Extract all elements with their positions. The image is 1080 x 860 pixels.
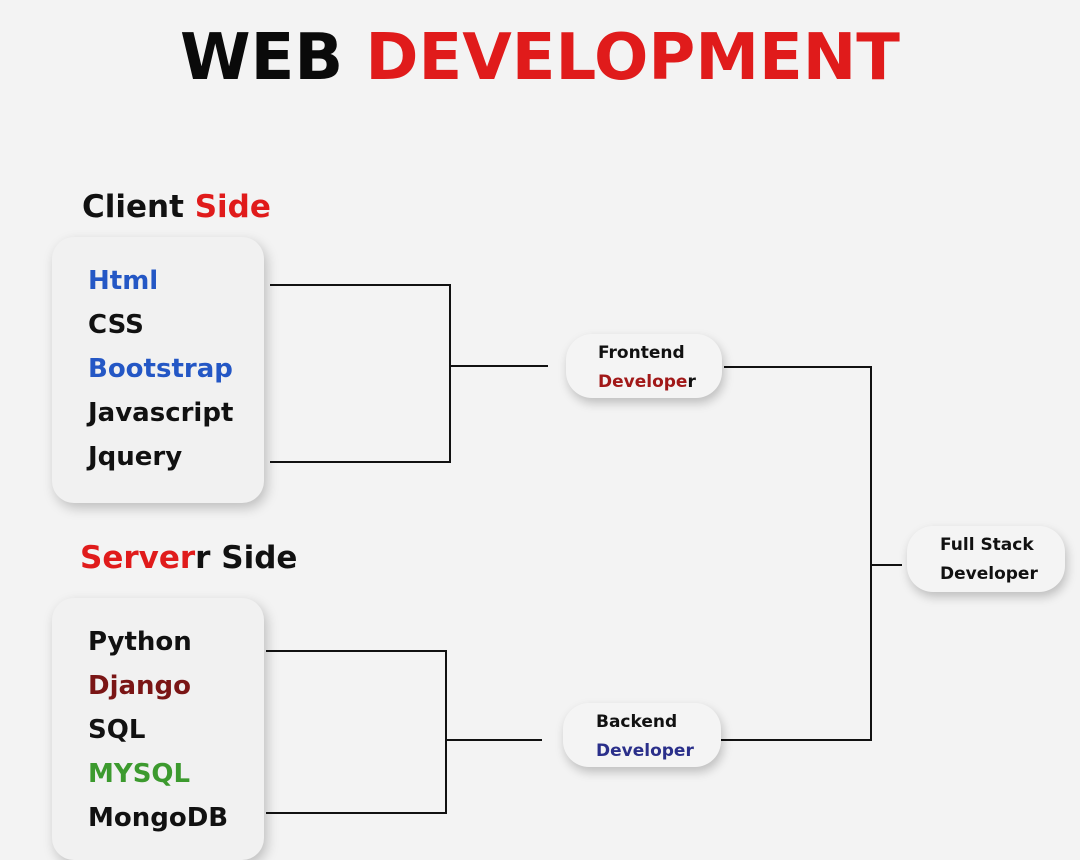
server-heading-part2: r Side xyxy=(195,540,298,576)
client-side-list-item: Bootstrap xyxy=(88,354,233,384)
server-side-list-item: SQL xyxy=(88,715,146,745)
developer-bracket xyxy=(721,366,872,741)
client-side-list-item: Jquery xyxy=(88,442,183,472)
fullstack-line2: Developer xyxy=(940,564,1038,584)
server-side-list-item: MYSQL xyxy=(88,759,191,789)
client-heading-part1: Client xyxy=(82,189,184,225)
server-side-heading: Serverr Side xyxy=(80,538,297,578)
backend-line2: Developer xyxy=(596,741,694,761)
server-heading-part1: Server xyxy=(80,540,196,576)
frontend-line1: Frontend xyxy=(598,343,685,363)
client-side-list-item: Html xyxy=(88,266,159,296)
client-side-list-item: CSS xyxy=(88,310,144,340)
server-bracket xyxy=(266,650,447,814)
frontend-developer-node: Frontend Developer xyxy=(566,334,722,398)
client-side-list-item: Javascript xyxy=(88,398,234,428)
frontend-line2: Developer xyxy=(598,372,696,392)
fullstack-developer-node: Full Stack Developer xyxy=(907,526,1065,592)
backend-line1: Backend xyxy=(596,712,678,732)
server-side-list-item: Python xyxy=(88,627,192,657)
client-bracket xyxy=(270,284,451,463)
backend-developer-node: Backend Developer xyxy=(563,703,721,767)
title-word-development: DEVELOPMENT xyxy=(365,21,900,95)
server-side-list-item: Django xyxy=(88,671,192,701)
server-side-list-item: MongoDB xyxy=(88,803,229,833)
page-title: WEB DEVELOPMENT xyxy=(0,18,1080,98)
client-side-heading: Client Side xyxy=(82,187,271,227)
title-word-web: WEB xyxy=(180,21,344,95)
fullstack-line1: Full Stack xyxy=(940,535,1034,555)
client-heading-part2: Side xyxy=(194,189,271,225)
